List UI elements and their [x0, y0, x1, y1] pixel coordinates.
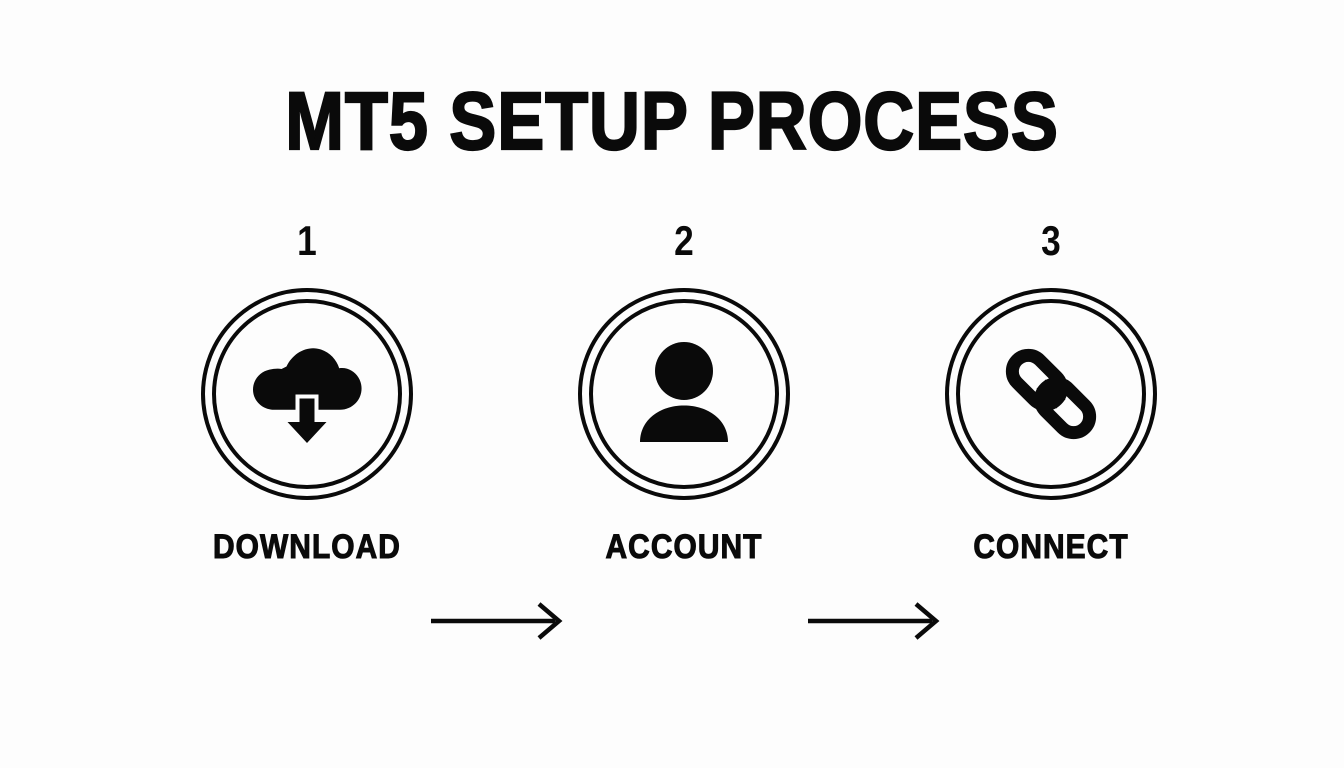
user-person-icon [578, 288, 790, 500]
arrow-step-2-to-3 [806, 598, 944, 644]
circle-inner-ring [212, 299, 402, 489]
steps-row: 1 DOWNLOAD 2 [0, 218, 1344, 640]
chain-link-icon [945, 288, 1157, 500]
step-circle[interactable] [945, 288, 1157, 500]
step-number: 3 [1041, 217, 1061, 264]
step-circle[interactable] [201, 288, 413, 500]
arrow-step-1-to-2 [429, 598, 567, 644]
step-label: ACCOUNT [605, 527, 763, 566]
circle-inner-ring [956, 299, 1146, 489]
circle-outer-ring [945, 288, 1157, 500]
cloud-download-icon [201, 288, 413, 500]
step-item-account[interactable]: 2 ACCOUNT [564, 218, 804, 578]
circle-outer-ring [201, 288, 413, 500]
step-number: 1 [297, 217, 317, 264]
step-item-connect[interactable]: 3 CO [931, 218, 1171, 578]
step-label: DOWNLOAD [213, 527, 401, 566]
step-number: 2 [674, 217, 694, 264]
circle-outer-ring [578, 288, 790, 500]
page-title: MT5 SETUP PROCESS [284, 76, 1059, 167]
step-label: CONNECT [973, 527, 1129, 566]
step-item-download[interactable]: 1 DOWNLOAD [187, 218, 427, 578]
circle-inner-ring [589, 299, 779, 489]
step-circle[interactable] [578, 288, 790, 500]
